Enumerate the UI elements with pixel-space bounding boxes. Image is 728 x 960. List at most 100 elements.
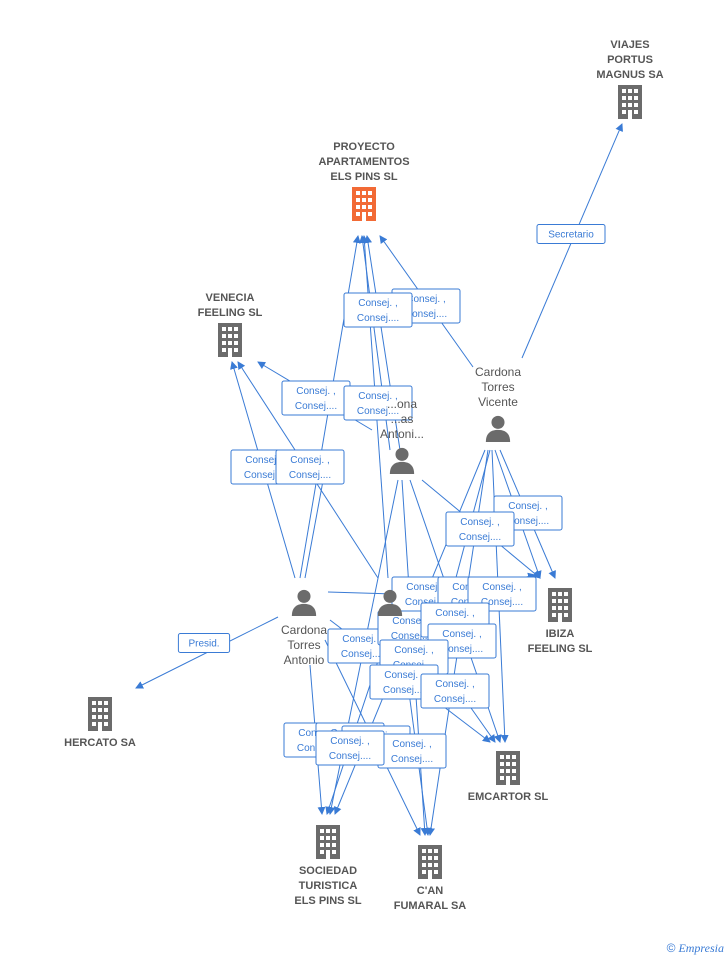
person-name: Cardona [475,365,521,379]
company-name: FEELING SL [528,643,593,655]
role-label-c4[interactable]: Consej. , Consej.... [343,385,413,421]
company-name: FUMARAL SA [394,900,467,912]
company-name: HERCATO SA [64,737,136,749]
role-label-box [536,224,606,244]
role-text: Secretario [548,230,594,241]
role-text: Consej.... [391,631,433,642]
person-name: Vicente [478,395,518,409]
company-node-emcartor[interactable]: EMCARTOR SL [468,751,549,803]
company-name: C'AN [417,885,444,897]
role-label-c22[interactable]: Consej. ,Consej.... [377,733,447,769]
role-text: Consej. , [508,501,547,512]
company-name: TURISTICA [299,880,358,892]
building-icon [88,697,112,731]
role-text: Consej. , [245,455,284,466]
building-icon [496,751,520,785]
role-text: Consej.... [295,401,337,412]
company-name: PROYECTO [333,141,395,153]
role-label-c8[interactable]: Consej. , Consej.... [445,511,515,547]
edge [304,469,326,579]
role-text: Consej.... [357,313,399,324]
role-text: Consej. , [442,629,481,640]
company-name: ELS PINS SL [330,171,398,183]
company-name: SOCIEDAD [299,865,357,877]
person-name: Torres [481,380,514,394]
role-text: Consej. , [342,634,381,645]
company-node-proyecto[interactable]: PROYECTO APARTAMENTOS ELS PINS SL [318,141,410,221]
role-label-box [343,385,413,421]
role-label-box [420,673,490,709]
role-text: Consej.... [459,532,501,543]
role-text: Consej. , [290,455,329,466]
role-text: Consej.... [244,470,286,481]
company-node-sociedad[interactable]: SOCIEDAD TURISTICA ELS PINS SL [294,825,362,907]
building-icon [418,845,442,879]
role-text: Consej.... [329,751,371,762]
role-text: Consej.... [357,406,399,417]
building-icon [618,85,642,119]
role-text: Consej.... [341,649,383,660]
role-label-c3[interactable]: Consej. , Consej.... [281,380,351,416]
person-name: ...ona [387,397,417,411]
role-label-secretario[interactable]: Secretario [536,224,606,244]
company-node-hercato[interactable]: HERCATO SA [64,697,136,749]
role-label-box [177,633,231,653]
role-text: Consej. , [435,679,474,690]
company-name: ELS PINS SL [294,895,362,907]
role-text: Consej. , [384,670,423,681]
role-label-c2[interactable]: Consej. , Consej.... [343,292,413,328]
person-icon [485,415,511,442]
role-text: Consej.... [289,470,331,481]
role-text: Consej.... [391,754,433,765]
company-name: APARTAMENTOS [318,156,409,168]
role-text: Consej.... [481,597,523,608]
role-text: Consej. , [435,608,474,619]
person-name: Antonio [284,653,325,667]
person-icon [389,447,415,474]
role-label-box [343,292,413,328]
company-node-ibiza[interactable]: IBIZA FEELING SL [528,588,593,655]
building-icon [352,187,376,221]
role-text: Consej. , [406,294,445,305]
role-text: Consej. , [406,582,445,593]
building-icon [218,323,242,357]
role-text: Consej. , [392,616,431,627]
role-text: Consej. , [358,298,397,309]
role-text: Consej. , [460,517,499,528]
company-name: VENECIA [206,292,255,304]
role-text: Consej. , [296,386,335,397]
role-text: Consej.... [441,644,483,655]
person-name: Cardona [281,623,327,637]
company-name: EMCARTOR SL [468,791,549,803]
brand-logo: ©Empresia [667,941,724,956]
brand-name: Empresia [678,941,724,955]
role-label-presid[interactable]: Presid. [177,633,231,653]
role-label-c6[interactable]: Consej. , Consej.... [275,449,345,485]
role-label-box [315,730,385,766]
role-label-box [275,449,345,485]
role-text: Consej. , [482,582,521,593]
role-text: Consej. , [358,391,397,402]
role-label-c18[interactable]: Consej. , Consej.... [420,673,490,709]
building-icon [548,588,572,622]
company-name: IBIZA [546,628,575,640]
person-name: Antoni... [380,427,424,441]
company-name: PORTUS [607,54,653,66]
role-text: Consej.... [507,516,549,527]
role-label-c23[interactable]: Consej. , Consej.... [315,730,385,766]
role-text: Consej.... [434,694,476,705]
role-text: Consej. , [330,736,369,747]
copyright-icon: © [666,941,676,955]
company-node-can[interactable]: C'AN FUMARAL SA [394,845,467,912]
person-name: Torres [287,638,320,652]
person-node-middle[interactable]: ...ona...asAntoni... [380,397,424,474]
role-label-box [445,511,515,547]
role-text: Consej.... [405,309,447,320]
